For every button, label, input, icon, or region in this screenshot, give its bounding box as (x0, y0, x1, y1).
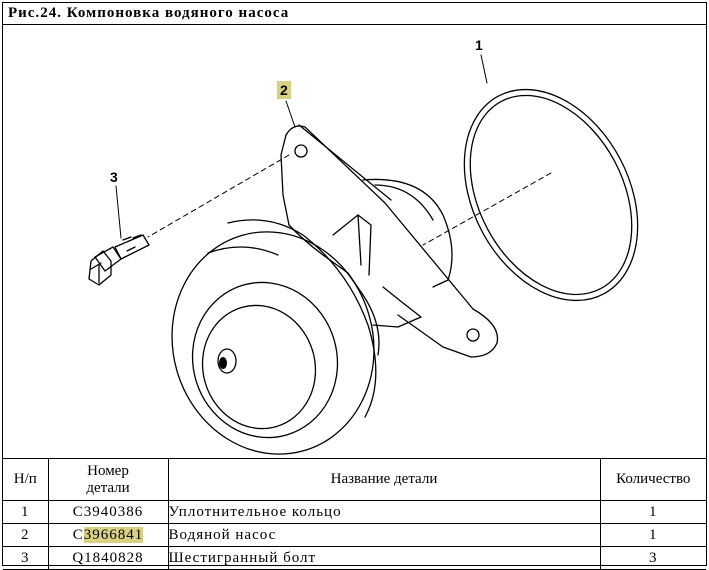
water-pump-illustration: 1 2 3 (3, 25, 706, 458)
row-num: 1 (3, 500, 49, 524)
hex-bolt (88, 234, 150, 286)
part-number-highlight: 3966841 (83, 526, 144, 543)
row-qty: 3 (599, 546, 706, 570)
figure-title: Рис.24. Компоновка водяного насоса (3, 3, 706, 25)
callout-3: 3 (110, 169, 118, 185)
header-qty: Количество (599, 458, 706, 501)
pump-pulley (171, 231, 375, 455)
header-name: Название детали (167, 458, 601, 501)
table-header-row: Н/п Номер детали Название детали Количес… (3, 458, 706, 501)
part-number: C (72, 526, 84, 543)
row-qty: 1 (599, 523, 706, 547)
part-number: Q1840828 (72, 549, 144, 566)
row-part: Q1840828 (47, 546, 169, 570)
bolt-alignment-line (147, 154, 290, 238)
header-num: Н/п (3, 458, 49, 501)
row-name: Водяной насос (167, 523, 601, 547)
row-num: 2 (3, 523, 49, 547)
callout-1-leader (480, 54, 488, 84)
row-name: Шестигранный болт (167, 546, 601, 570)
row-part: C3940386 (47, 500, 169, 524)
header-part-label: Номер детали (86, 462, 130, 496)
part-number: C3940386 (72, 503, 144, 520)
row-part: C3966841 (47, 523, 169, 547)
callout-2-highlight (277, 81, 291, 99)
callout-2-leader (285, 100, 296, 128)
water-pump-body (207, 124, 499, 418)
row-qty: 1 (599, 500, 706, 524)
row-name: Уплотнительное кольцо (167, 500, 601, 524)
parts-table: Н/п Номер детали Название детали Количес… (3, 458, 706, 570)
table-row: 2 C3966841 Водяной насос 1 (3, 523, 706, 547)
row-num: 3 (3, 546, 49, 570)
table-row: 3 Q1840828 Шестигранный болт 3 (3, 546, 706, 570)
header-part: Номер детали (47, 458, 169, 501)
callout-1: 1 (475, 37, 483, 53)
table-row: 1 C3940386 Уплотнительное кольцо 1 (3, 500, 706, 524)
seal-alignment-line (422, 172, 552, 246)
callout-3-leader (115, 185, 122, 239)
o-ring-seal (463, 88, 639, 302)
callout-2: 2 (280, 82, 288, 98)
